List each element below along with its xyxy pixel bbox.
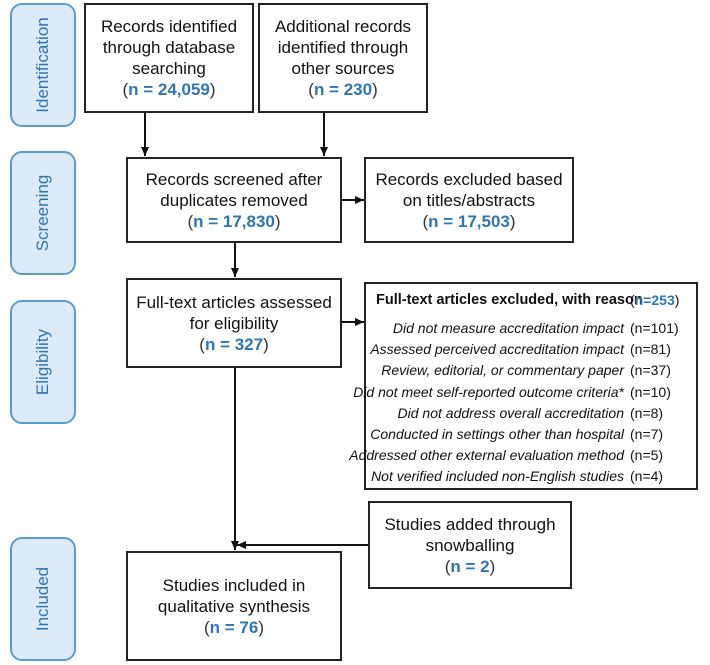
exclusion-reason-row: Did not measure accreditation impact (n=1… (366, 320, 696, 342)
box-count: n = 17,830 (193, 211, 275, 231)
stage-eligibility: Eligibility (10, 300, 76, 424)
box-database-records: Records identified through database sear… (84, 3, 254, 113)
box-count-wrap: (n = 17,503) (422, 211, 516, 231)
exclusion-reason-count: (n=37) (630, 362, 671, 379)
exclusion-reason-count: (n=101) (630, 320, 679, 336)
stage-included: Included (10, 537, 76, 661)
stage-identification: Identification (10, 3, 76, 127)
box-count-wrap: (n = 76) (203, 617, 264, 637)
box-line: for eligibility (189, 313, 279, 333)
box-fulltext-assessed: Full-text articles assessed for eligibil… (126, 278, 342, 368)
exclusions-heading-count: n=253 (634, 292, 675, 308)
exclusion-reason-count: (n=5) (630, 447, 664, 464)
exclusion-reason-label: Not verified included non-English studie… (371, 468, 624, 485)
box-line: other sources (291, 59, 395, 78)
box-line: Records identified (100, 17, 238, 36)
box-line: Records screened after (145, 169, 323, 189)
box-line: qualitative synthesis (157, 596, 311, 616)
exclusion-reason-row: Assessed perceived accreditation impact (… (366, 341, 696, 363)
box-count: n = 76 (209, 617, 259, 637)
exclusion-reason-row: Did not meet self-reported outcome crite… (353, 383, 696, 406)
exclusion-reason-label: Did not measure accreditation impact (392, 320, 624, 336)
exclusion-reason-row: Not verified included non-English studie… (366, 468, 696, 490)
exclusion-reason-count: (n=10) (630, 383, 671, 400)
box-count: n = 24,059 (128, 80, 210, 99)
box-count: n = 17,503 (428, 211, 510, 231)
box-line: snowballing (425, 535, 515, 555)
exclusion-reason-row: Review, editorial, or commentary paper (n… (366, 362, 696, 384)
exclusion-reason-label: Did not meet self-reported outcome crite… (353, 383, 624, 400)
box-snowballing: Studies added through snowballing (n = 2… (368, 501, 572, 589)
box-count-wrap: (n = 17,830) (187, 211, 281, 231)
box-count: n = 230 (313, 80, 373, 99)
box-records-excluded: Records excluded based on titles/abstrac… (364, 157, 574, 243)
box-line: Full-text articles assessed (136, 292, 332, 312)
exclusions-heading: Full-text articles excluded, with reason (376, 292, 643, 308)
box-line: Studies included in (162, 575, 306, 595)
box-line: Records excluded based (375, 169, 563, 189)
exclusion-reason-count: (n=4) (630, 468, 664, 485)
box-count-wrap: (n = 327) (199, 334, 269, 354)
stage-screening: Screening (10, 151, 76, 275)
box-count: n = 327 (204, 334, 264, 354)
exclusion-reason-count: (n=81) (630, 341, 671, 358)
box-other-records: Additional records identified through ot… (258, 3, 428, 113)
exclusion-reason-label: Conducted in settings other than hospita… (370, 426, 624, 442)
exclusion-reason-count: (n=7) (630, 426, 664, 442)
exclusion-reason-label: Assessed perceived accreditation impact (370, 341, 624, 358)
box-line: duplicates removed (160, 190, 308, 210)
box-count-wrap: (n = 2) (444, 556, 496, 576)
box-line: searching (132, 59, 206, 78)
exclusion-reason-label: Addressed other external evaluation meth… (349, 447, 624, 464)
exclusion-reason-row: Addressed other external evaluation meth… (349, 447, 696, 469)
exclusion-reason-count: (n=8) (630, 404, 664, 421)
box-studies-included: Studies included in qualitative synthesi… (126, 551, 342, 661)
exclusions-heading-count-wrap: (n=253) (630, 292, 680, 308)
box-records-screened: Records screened after duplicates remove… (126, 157, 342, 243)
box-line: Additional records (274, 17, 412, 36)
box-line: through database (102, 38, 236, 57)
box-fulltext-excluded: Full-text articles excluded, with reason… (349, 282, 698, 490)
exclusion-reason-label: Review, editorial, or commentary paper (381, 362, 624, 379)
box-count: n = 2 (450, 556, 490, 576)
box-count-wrap: (n = 24,059) (122, 80, 216, 99)
exclusion-reason-row: Conducted in settings other than hospita… (366, 426, 696, 448)
exclusion-reason-row: Did not address overall accreditation (n=… (366, 405, 696, 427)
box-count-wrap: (n = 230) (308, 80, 378, 99)
box-line: Studies added through (384, 514, 556, 534)
box-line: on titles/abstracts (402, 190, 536, 210)
exclusion-reason-label: Did not address overall accreditation (397, 404, 624, 421)
box-line: identified through (277, 38, 409, 57)
